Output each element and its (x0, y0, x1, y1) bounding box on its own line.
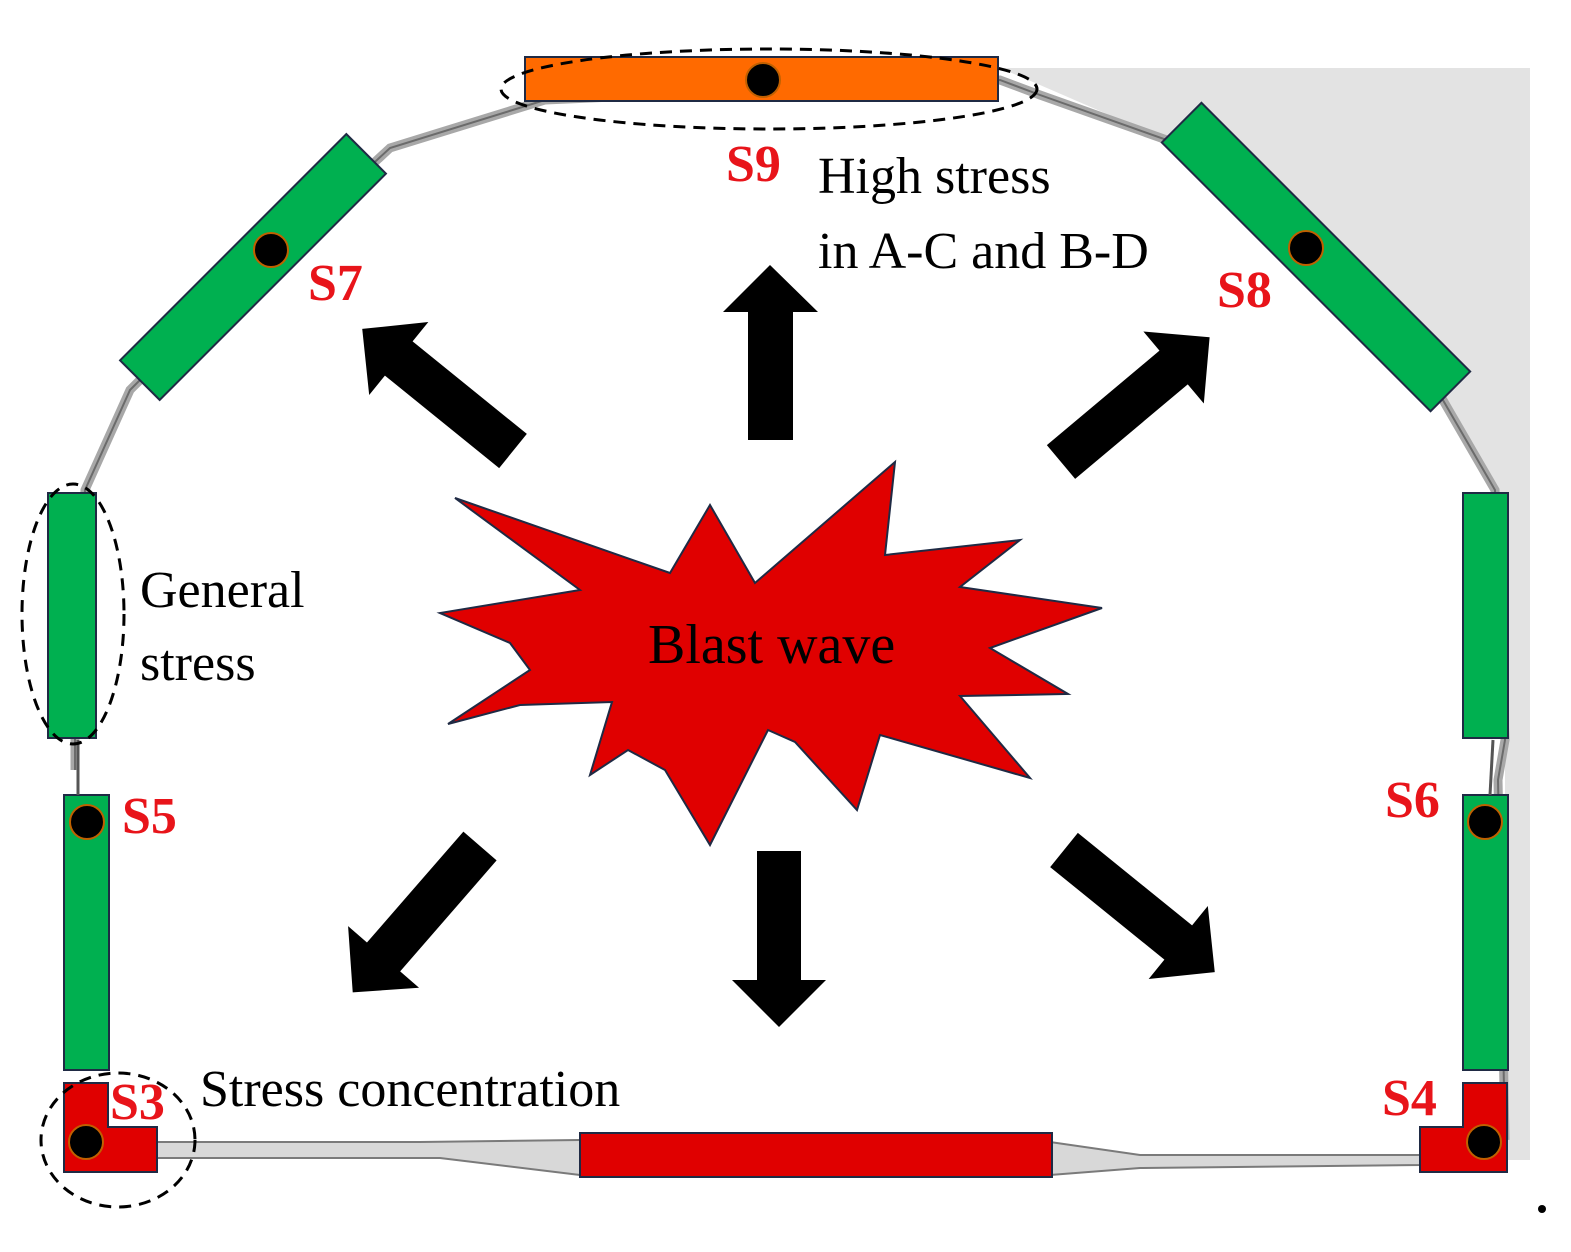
blast-wave-label: Blast wave (648, 614, 895, 676)
sensor-point-s4 (1466, 1124, 1502, 1160)
arrow-up-right (1046, 331, 1210, 479)
sensor-label-s4: S4 (1382, 1070, 1437, 1127)
annotation-general-stress-line-2: stress (140, 635, 256, 692)
panel-left-upper-diagonal (118, 132, 388, 402)
sensor-point-s3 (68, 1124, 104, 1160)
panel-right-lower (1462, 794, 1509, 1071)
panel-right-mid (1462, 492, 1509, 739)
arrow-down-left (348, 831, 497, 993)
sensor-label-s9: S9 (726, 136, 781, 193)
ellipse-general-stress (20, 482, 126, 746)
sensor-point-s8 (1288, 230, 1324, 266)
annotations: High stress in A-C and B-D General stres… (140, 148, 1149, 1118)
arrow-up-left (362, 321, 527, 469)
annotation-high-stress-line-2: in A-C and B-D (818, 223, 1149, 280)
sensor-point-s9 (745, 62, 781, 98)
sensor-point-s6 (1467, 804, 1503, 840)
annotation-general-stress-line-1: General (140, 562, 305, 619)
floor-panel (579, 1132, 1053, 1178)
sensor-label-s3: S3 (110, 1074, 165, 1131)
sensor-point-s5 (69, 804, 105, 840)
arrow-down (732, 851, 826, 1027)
arrow-down-right (1050, 832, 1215, 980)
sensor-label-s8: S8 (1217, 262, 1272, 319)
sensor-label-s6: S6 (1385, 772, 1440, 829)
ellipse-stress-concentration (39, 1071, 197, 1209)
joint-right (1488, 739, 1495, 796)
sensor-point-s7 (253, 232, 289, 268)
panel-left-mid-general-stress (47, 492, 97, 739)
arrow-up (723, 265, 818, 440)
sensor-points (68, 62, 1546, 1213)
blast-arrows (348, 265, 1215, 1027)
sensor-label-s7: S7 (308, 255, 363, 312)
sensor-label-s5: S5 (122, 788, 177, 845)
sensor-labels: S9 S7 S8 S5 S6 S3 S4 (110, 136, 1440, 1131)
blast-star (436, 459, 1103, 848)
highlight-ellipses (20, 47, 1039, 1209)
annotation-stress-concentration: Stress concentration (200, 1061, 620, 1118)
annotation-high-stress-line-1: High stress (818, 148, 1051, 205)
panel-left-lower (63, 794, 110, 1071)
small-dot (1538, 1205, 1546, 1213)
ellipse-high-stress (499, 47, 1039, 131)
